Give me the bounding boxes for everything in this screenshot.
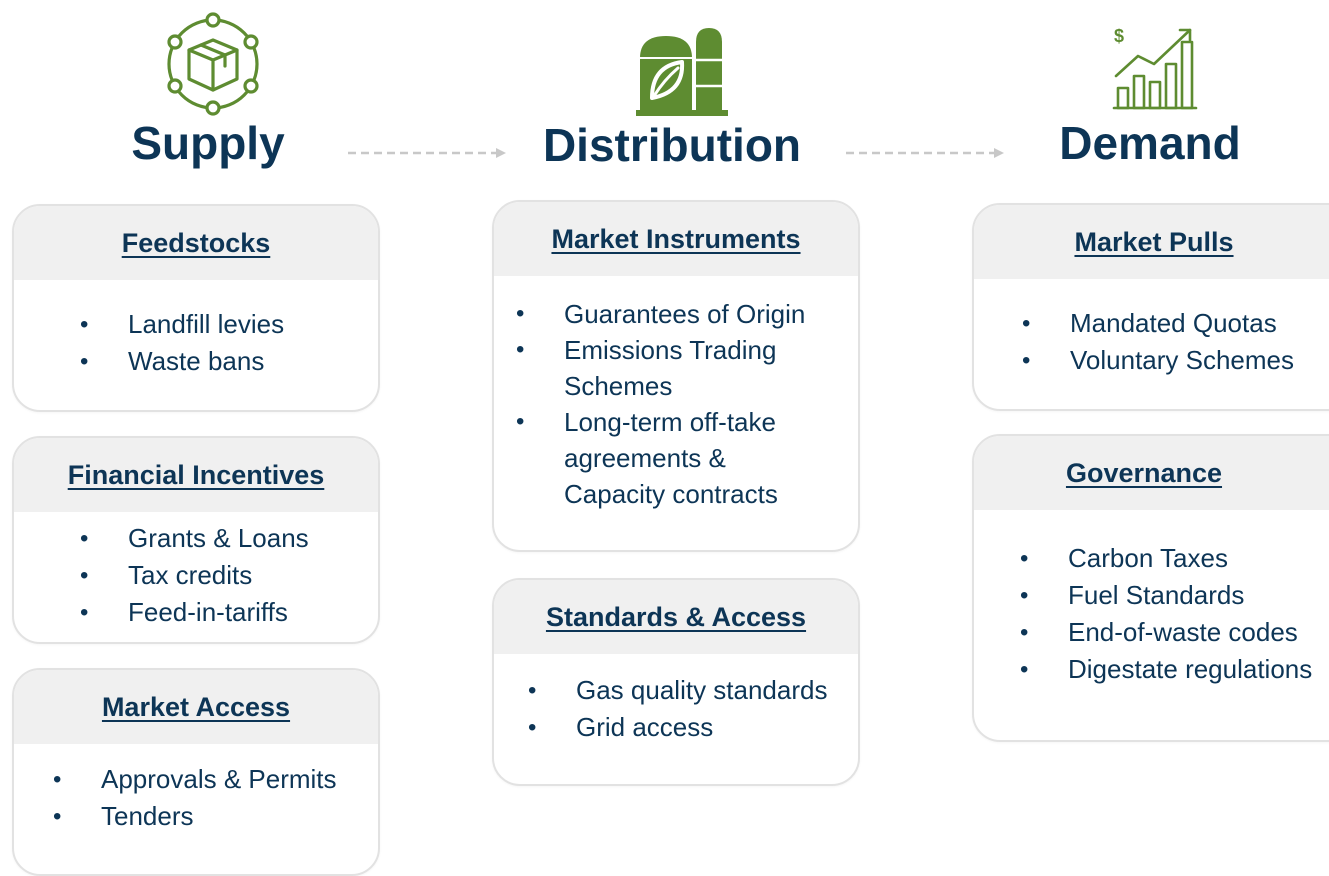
card-title: Standards & Access [545, 601, 807, 632]
card-title: Governance [1065, 457, 1223, 488]
list-item: Mandated Quotas [1022, 305, 1329, 342]
bullet-list: Gas quality standards Grid access [494, 654, 858, 746]
card-header: Standards & Access [494, 580, 858, 654]
card-feedstocks: Feedstocks Landfill levies Waste bans [12, 204, 380, 412]
card-title: Financial Incentives [67, 459, 325, 490]
list-item: Tenders [53, 798, 378, 835]
card-header: Governance [974, 436, 1329, 510]
bullet-list: Grants & Loans Tax credits Feed-in-tarif… [14, 512, 378, 631]
card-financial-incentives: Financial Incentives Grants & Loans Tax … [12, 436, 380, 644]
list-item: Digestate regulations [1020, 651, 1329, 688]
list-item: Long-term off-take agreements & Capacity… [516, 404, 848, 512]
demand-title: Demand [1059, 117, 1241, 169]
card-title: Market Instruments [551, 223, 801, 254]
card-title: Market Pulls [1074, 226, 1234, 257]
list-item: End-of-waste codes [1020, 614, 1329, 651]
list-item: Landfill levies [80, 306, 378, 343]
list-item: Fuel Standards [1020, 577, 1329, 614]
distribution-title: Distribution [542, 119, 802, 171]
svg-text:$: $ [1114, 26, 1124, 46]
arrow-distribution-to-demand [844, 145, 1010, 161]
card-market-instruments: Market Instruments Guarantees of Origin … [492, 200, 860, 552]
card-header: Feedstocks [14, 206, 378, 280]
card-market-pulls: Market Pulls Mandated Quotas Voluntary S… [972, 203, 1329, 411]
list-item: Gas quality standards [528, 672, 858, 709]
list-item: Carbon Taxes [1020, 540, 1329, 577]
arrow-supply-to-distribution [346, 145, 512, 161]
card-header: Financial Incentives [14, 438, 378, 512]
growth-chart-dollar-icon: $ [1110, 24, 1200, 114]
list-item: Waste bans [80, 343, 378, 380]
card-title: Market Access [101, 691, 291, 722]
card-header: Market Pulls [974, 205, 1329, 279]
list-item: Grants & Loans [80, 520, 378, 557]
list-item: Voluntary Schemes [1022, 342, 1329, 379]
list-item: Feed-in-tariffs [80, 594, 378, 631]
bullet-list: Landfill levies Waste bans [14, 280, 378, 380]
card-header: Market Access [14, 670, 378, 744]
card-title: Feedstocks [121, 227, 271, 258]
bullet-list: Mandated Quotas Voluntary Schemes [974, 279, 1329, 379]
bullet-list: Carbon Taxes Fuel Standards End-of-waste… [974, 510, 1329, 688]
card-governance: Governance Carbon Taxes Fuel Standards E… [972, 434, 1329, 742]
list-item: Approvals & Permits [53, 761, 378, 798]
bullet-list: Guarantees of Origin Emissions Trading S… [494, 276, 858, 512]
biogas-plant-leaf-icon [636, 24, 732, 118]
card-header: Market Instruments [494, 202, 858, 276]
list-item: Grid access [528, 709, 858, 746]
card-market-access: Market Access Approvals & Permits Tender… [12, 668, 380, 876]
package-network-icon [160, 6, 266, 118]
list-item: Emissions Trading Schemes [516, 332, 848, 404]
card-standards-access: Standards & Access Gas quality standards… [492, 578, 860, 786]
list-item: Tax credits [80, 557, 378, 594]
supply-title: Supply [131, 117, 285, 169]
bullet-list: Approvals & Permits Tenders [14, 744, 378, 835]
list-item: Guarantees of Origin [516, 296, 848, 332]
